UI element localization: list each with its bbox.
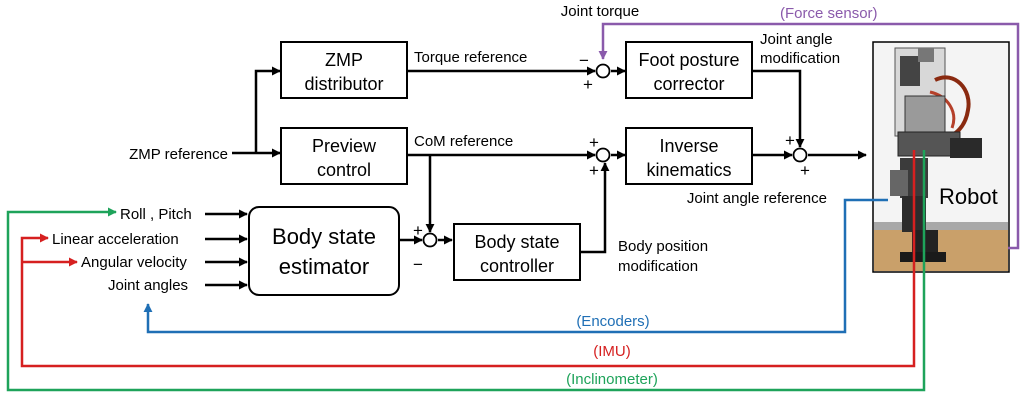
zmp-reference-label: ZMP reference — [129, 146, 228, 163]
sign-com-plus-top: + — [589, 133, 599, 152]
zmp-distributor-line1: ZMP — [325, 50, 363, 70]
joint-angle-modification-label-1: Joint angle — [760, 31, 833, 48]
sign-joint-plus-top: + — [785, 131, 795, 150]
imu-feedback-line — [20, 150, 916, 368]
torque-reference-label: Torque reference — [414, 49, 527, 66]
foot-posture-corrector-line1: Foot posture — [638, 50, 739, 70]
input-angular-velocity-label: Angular velocity — [81, 254, 187, 271]
preview-control-block: Preview control — [280, 127, 408, 185]
inverse-kinematics-line1: Inverse — [659, 136, 718, 156]
zmp-distributor-block: ZMP distributor — [280, 41, 408, 99]
summing-junction-joint — [792, 147, 808, 163]
zmp-distributor-line2: distributor — [304, 74, 383, 94]
joint-angle-reference-label: Joint angle reference — [687, 190, 827, 207]
sign-estimator-plus: + — [413, 221, 423, 240]
inclinometer-feedback-line — [6, 150, 926, 392]
sign-com-plus-bottom: + — [589, 161, 599, 180]
body-state-controller-block: Body state controller — [453, 223, 581, 281]
robot-image — [872, 41, 1010, 273]
imu-label: (IMU) — [593, 343, 631, 360]
body-state-estimator-line2: estimator — [279, 254, 369, 279]
summing-junction-estimator — [422, 232, 438, 248]
sign-joint-plus-bottom: + — [800, 161, 810, 180]
body-state-controller-line2: controller — [480, 256, 554, 276]
foot-posture-corrector-line2: corrector — [653, 74, 724, 94]
inclinometer-label: (Inclinometer) — [566, 371, 658, 388]
sign-torque-minus: − — [579, 51, 589, 70]
body-position-modification-label-1: Body position — [618, 238, 708, 255]
joint-torque-label: Joint torque — [561, 3, 639, 20]
robot-label: Robot — [939, 184, 998, 209]
body-state-estimator-block: Body state estimator — [248, 206, 400, 296]
force-sensor-feedback-line — [598, 22, 1020, 250]
signal-wires — [205, 66, 867, 290]
encoders-label: (Encoders) — [576, 313, 649, 330]
foot-posture-corrector-block: Foot posture corrector — [625, 41, 753, 99]
sign-torque-plus: + — [583, 75, 593, 94]
input-joint-angles-label: Joint angles — [108, 277, 188, 294]
body-state-estimator-line1: Body state — [272, 224, 376, 249]
sign-estimator-minus: − — [413, 255, 423, 274]
body-state-controller-line1: Body state — [474, 232, 559, 252]
summing-junction-torque — [595, 63, 611, 79]
body-position-modification-label-2: modification — [618, 258, 698, 275]
input-linear-acceleration-label: Linear acceleration — [52, 231, 179, 248]
preview-control-line2: control — [317, 160, 371, 180]
joint-angle-modification-label-2: modification — [760, 50, 840, 67]
summing-junction-com — [595, 147, 611, 163]
force-sensor-label: (Force sensor) — [780, 5, 878, 22]
preview-control-line1: Preview — [312, 136, 377, 156]
com-reference-label: CoM reference — [414, 133, 513, 150]
inverse-kinematics-block: Inverse kinematics — [625, 127, 753, 185]
inverse-kinematics-line2: kinematics — [646, 160, 731, 180]
encoders-feedback-line — [143, 198, 888, 334]
input-roll-pitch-label: Roll , Pitch — [120, 206, 192, 223]
